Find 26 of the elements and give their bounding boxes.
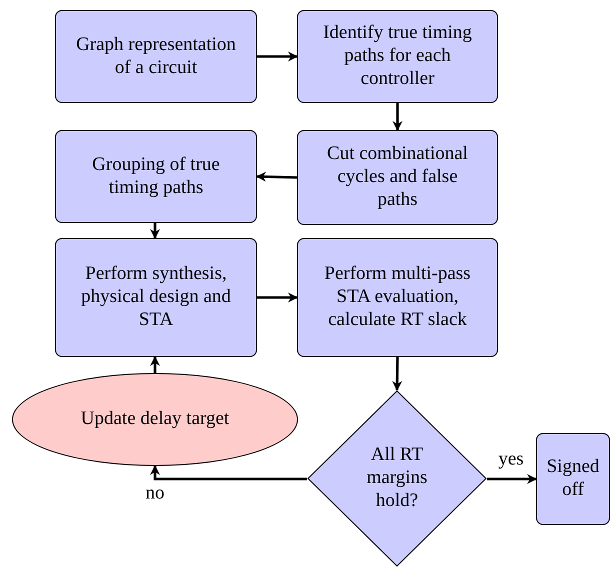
decision-diamond <box>307 390 487 567</box>
arrow <box>487 474 537 484</box>
node-text: Perform synthesis, physical design and STA <box>80 263 232 332</box>
process-box <box>297 238 498 357</box>
node-text: Signed off <box>546 456 600 502</box>
node-text: Cut combinational cycles and false paths <box>326 143 469 212</box>
node-text: Perform multi-pass STA evaluation, calculate RT slack <box>323 263 472 332</box>
arrow <box>392 103 402 131</box>
process-box <box>55 10 257 103</box>
node-text: Identify true timing paths for each controller <box>322 22 473 91</box>
arrow <box>150 465 307 480</box>
arrow <box>257 292 298 302</box>
process-box <box>55 130 257 223</box>
process-box <box>55 238 257 357</box>
arrow <box>257 52 298 62</box>
process-box <box>297 130 498 225</box>
process-box <box>536 433 610 525</box>
node-text: All RT margins hold? <box>366 444 428 513</box>
node-text: Grouping of true timing paths <box>91 154 221 200</box>
arrow <box>392 356 402 391</box>
node-text: Graph representation of a circuit <box>75 34 237 80</box>
process-box <box>297 10 498 103</box>
arrow <box>150 356 160 373</box>
node-text: Update delay target <box>80 408 230 431</box>
arrow <box>150 223 160 239</box>
arrow <box>256 172 298 182</box>
